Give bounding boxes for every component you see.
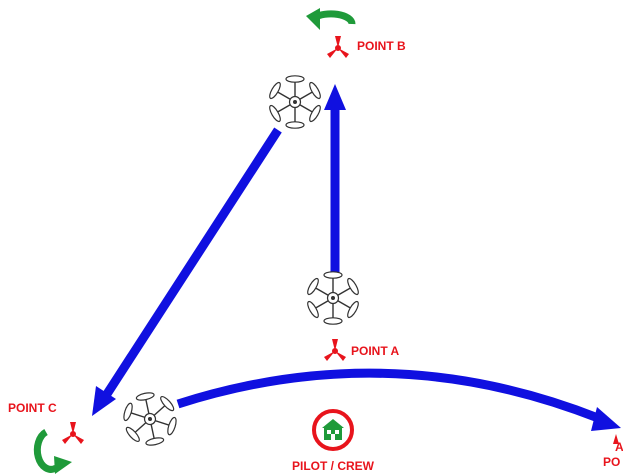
rotation-arrow-icon-b (306, 8, 356, 30)
route-a-to-b (324, 84, 346, 272)
route-b-to-c (92, 127, 282, 416)
point-d-label-top: A (615, 440, 623, 454)
rotation-arrow-icon-c (33, 428, 72, 474)
point-c-label: POINT C (8, 401, 57, 415)
drone-icon-b (267, 75, 323, 129)
route-c-to-d (176, 368, 621, 431)
drone-icon-c (117, 387, 183, 451)
waypoint-marker-icon-c (62, 422, 84, 444)
pilot-home-icon (312, 409, 354, 451)
waypoint-marker-icon-b (327, 36, 349, 58)
waypoint-marker-icon-d (613, 434, 619, 444)
point-a-label: POINT A (351, 344, 400, 358)
point-b-label: POINT B (357, 39, 406, 53)
waypoint-marker-icon-a (324, 339, 346, 361)
drone-icon-a (305, 271, 361, 325)
point-d-label-bottom: PO (603, 455, 620, 469)
pilot-crew-label: PILOT / CREW (292, 459, 375, 473)
